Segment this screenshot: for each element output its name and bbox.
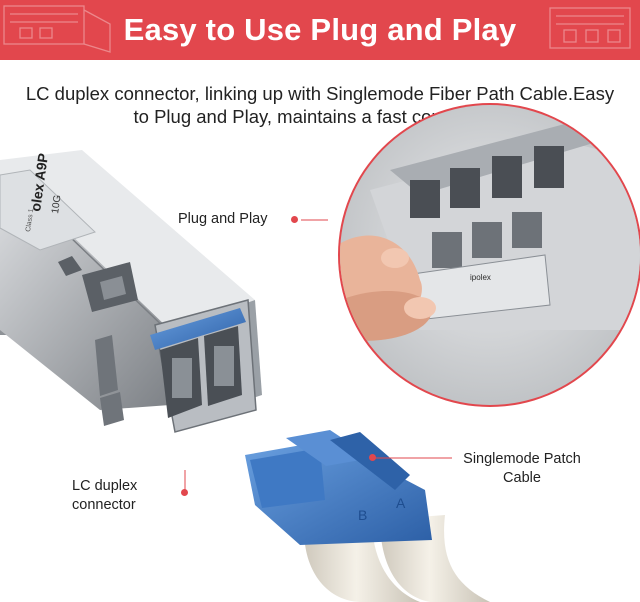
lc-connector: B A xyxy=(245,430,490,602)
callout-singlemode: Singlemode Patch Cable xyxy=(463,451,581,486)
callout-dot-singlemode xyxy=(369,454,376,461)
banner-pattern-left xyxy=(3,5,111,53)
banner-pattern-right xyxy=(549,7,631,49)
title-banner: Easy to Use Plug and Play xyxy=(0,0,640,60)
connector-letter-b: B xyxy=(358,507,367,523)
module-label-class: Class 1 xyxy=(25,208,35,232)
sfp-module: olex A9P 10G Class 1 xyxy=(0,150,262,433)
module-label-speed: 10G xyxy=(50,194,64,214)
description-text: LC duplex connector, linking up with Sin… xyxy=(25,83,615,127)
callout-plug-and-play: Plug and Play xyxy=(178,211,268,227)
callout-dot-lc xyxy=(181,489,188,496)
callout-dot-plug xyxy=(291,216,298,223)
callout-lc-duplex: LC duplex connector xyxy=(72,478,138,513)
plug-inset: ipolex xyxy=(338,103,640,407)
banner-title: Easy to Use Plug and Play xyxy=(123,12,517,47)
connector-letter-a: A xyxy=(396,495,406,511)
blue-latch xyxy=(150,308,246,350)
inset-module-brand: ipolex xyxy=(470,273,491,282)
